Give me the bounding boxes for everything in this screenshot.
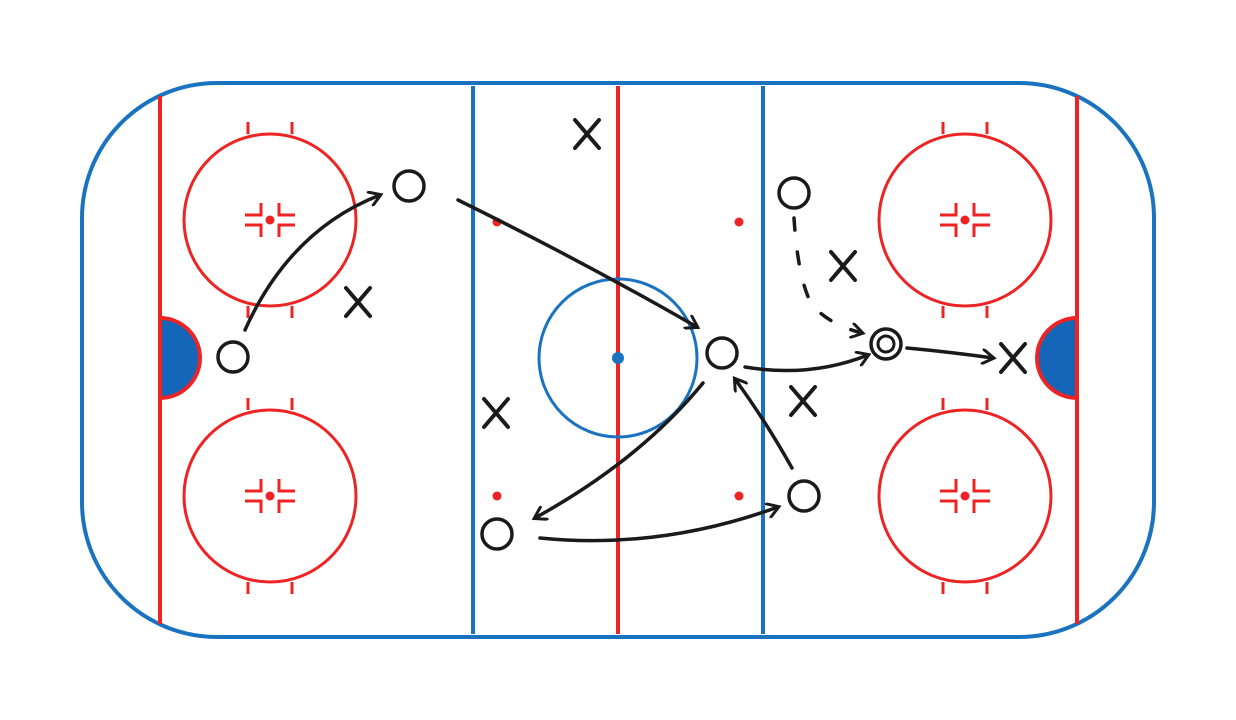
neutral-zone-faceoff-dot <box>492 491 502 501</box>
center-faceoff-circle <box>537 277 699 439</box>
faceoff-circle-3 <box>877 132 1053 308</box>
faceoff-dot <box>960 215 970 225</box>
faceoff-dot <box>960 491 970 501</box>
pass-arrow <box>538 507 778 543</box>
offense-player-icon <box>787 479 821 513</box>
faceoff-hash-lines <box>245 203 295 237</box>
center-faceoff-dot <box>612 352 624 364</box>
faceoff-hash-lines <box>245 479 295 513</box>
faceoff-circle-2 <box>182 408 358 584</box>
defense-player-icon <box>829 250 857 282</box>
pass-arrow <box>456 198 697 327</box>
pass-arrow <box>743 355 868 373</box>
offense-player-icon <box>777 176 811 210</box>
offense-player-icon <box>216 340 250 374</box>
pass-arrow <box>243 195 380 332</box>
defense-player-icon <box>789 385 817 417</box>
faceoff-dot <box>265 491 275 501</box>
pass-arrow <box>535 381 705 518</box>
puck-carrier-icon <box>869 327 903 361</box>
defense-player-icon <box>344 286 372 318</box>
neutral-zone-faceoff-dot <box>734 217 744 227</box>
defense-player-icon <box>573 118 601 150</box>
offense-player-icon <box>480 517 514 551</box>
defense-player-icon <box>482 397 510 429</box>
faceoff-hash-lines <box>940 203 990 237</box>
faceoff-dot <box>265 215 275 225</box>
puck-carrier-inner-ring <box>876 334 896 354</box>
offense-player-icon <box>392 169 426 203</box>
neutral-zone-faceoff-dot <box>734 491 744 501</box>
pass-arrow <box>735 379 794 470</box>
offense-player-icon <box>705 336 739 370</box>
pass-arrow <box>905 346 993 358</box>
faceoff-circle-1 <box>182 132 358 308</box>
defense-player-icon <box>999 342 1027 374</box>
faceoff-hash-lines <box>940 479 990 513</box>
goal-crease-left <box>158 315 202 401</box>
goal-crease-right <box>1035 315 1079 401</box>
faceoff-circle-4 <box>877 408 1053 584</box>
